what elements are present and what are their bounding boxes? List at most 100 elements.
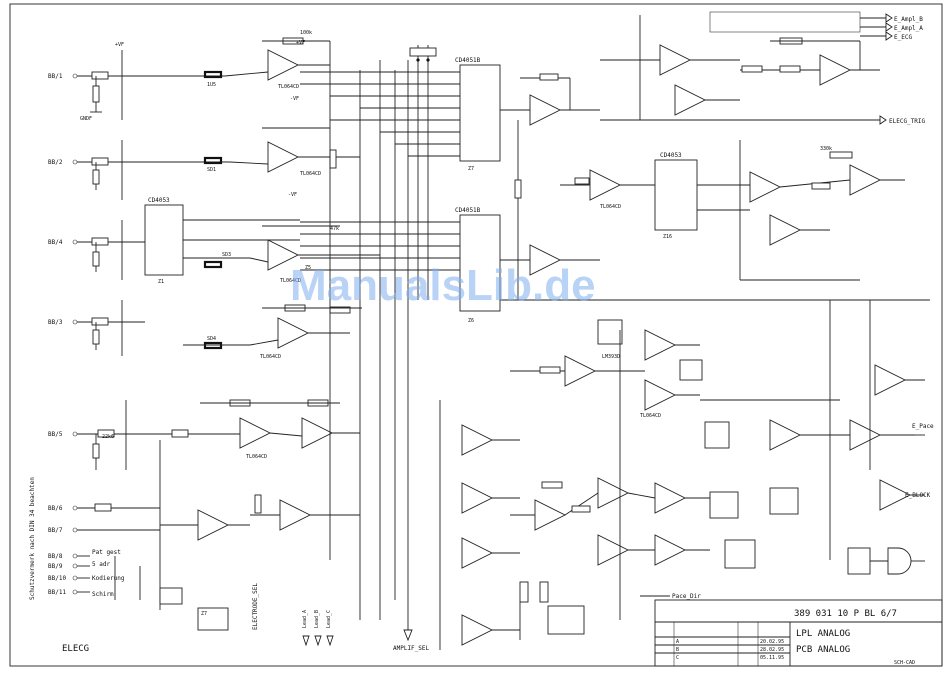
svg-text:Kodierung: Kodierung — [92, 575, 125, 582]
opamp-stage-4: TL064CD — [249, 304, 362, 360]
svg-text:BB/11: BB/11 — [48, 589, 66, 596]
opamp-top-right — [600, 11, 880, 116]
svg-text:TL064CD: TL064CD — [260, 354, 281, 360]
opamp-center-3: TL064CD — [560, 169, 655, 210]
opamp-center-2 — [514, 120, 600, 300]
mux-cd4053-z1: CD4053 Z1 — [144, 197, 300, 285]
opamp-right-mid — [739, 140, 905, 281]
svg-text:CD4053: CD4053 — [660, 152, 682, 159]
title-block: 389 031 10 P BL 6/7 LPL ANALOG PCB ANALO… — [654, 599, 943, 667]
input-channel-5: BB/5 — [48, 400, 240, 470]
svg-text:CD4053: CD4053 — [148, 197, 170, 204]
label-electrode-sel: ELECTRODE_SEL — [252, 583, 259, 630]
svg-text:330k: 330k — [820, 146, 832, 152]
opamp-center-1 — [520, 73, 600, 126]
svg-text:Z16: Z16 — [663, 234, 672, 240]
mux-cd4053-z16: CD4053 Z16 — [654, 152, 750, 240]
svg-text:SD4: SD4 — [207, 336, 216, 342]
svg-text:TL064CD: TL064CD — [600, 204, 621, 210]
svg-text:SCH-CAD: SCH-CAD — [894, 660, 915, 666]
comparators-right — [704, 300, 925, 569]
output-label-ampl-a: E_Ampl_A — [894, 25, 923, 32]
svg-text:BB/9: BB/9 — [48, 563, 63, 570]
svg-text:47k: 47k — [330, 226, 339, 232]
output-label-ampl-b: E_Ampl_B — [894, 16, 923, 23]
opamp-stage-2: TL064CD — [229, 127, 360, 177]
svg-text:1U5: 1U5 — [207, 82, 216, 88]
opamp-stage-5: TL064CD — [200, 399, 360, 460]
label-lead-c: Lead_C — [326, 610, 332, 628]
svg-text:100k: 100k — [300, 30, 312, 36]
title-line-2: PCB ANALOG — [796, 645, 850, 655]
svg-text:LM393D: LM393D — [602, 354, 620, 360]
svg-text:Pat gest: Pat gest — [92, 549, 121, 556]
svg-text:TL064CD: TL064CD — [300, 171, 321, 177]
svg-text:TL064CD: TL064CD — [640, 413, 661, 419]
input-label-bb2: BB/2 — [48, 159, 63, 166]
input-label-bb6: BB/6 — [48, 505, 63, 512]
opamp-lower-bus — [439, 400, 520, 650]
svg-text:5 adr: 5 adr — [92, 561, 110, 568]
svg-text:SD1: SD1 — [207, 167, 216, 173]
svg-text:28.02.95: 28.02.95 — [760, 647, 784, 653]
svg-text:-VF: -VF — [290, 96, 299, 102]
svg-text:05.11.95: 05.11.95 — [760, 655, 784, 661]
sheet-border — [9, 3, 943, 667]
svg-text:Z1: Z1 — [158, 279, 164, 285]
input-channel-6: BB/6 — [48, 440, 161, 610]
opamp-lower-center — [510, 319, 703, 411]
logic-gates-bottom-right — [847, 547, 925, 575]
svg-text:-VF: -VF — [288, 192, 297, 198]
svg-text:CD4051B: CD4051B — [455, 207, 481, 214]
svg-text:TL064CD: TL064CD — [278, 84, 299, 90]
svg-text:BB/7: BB/7 — [48, 527, 63, 534]
svg-text:A: A — [676, 639, 679, 645]
svg-text:Z6: Z6 — [468, 318, 474, 324]
output-connectors: E_Ampl_B E_Ampl_A E_ECG ELECG_TRIG E_Pac… — [860, 13, 934, 499]
input-channel-3: BB/3 — [48, 300, 145, 356]
svg-text:BB/8: BB/8 — [48, 553, 63, 560]
svg-text:TL064CD: TL064CD — [246, 454, 267, 460]
svg-text:Z7: Z7 — [468, 166, 474, 172]
label-elecg: ELECG — [62, 644, 89, 654]
input-channel-7-11: BB/7 BB/8 Pat gest BB/9 5 adr BB/10 Kodi… — [48, 527, 160, 600]
svg-text:Z5: Z5 — [305, 265, 311, 271]
label-lead-a: Lead_A — [302, 610, 308, 628]
svg-text:C: C — [676, 655, 679, 661]
bottom-ic-block — [519, 581, 585, 640]
input-channel-4: BB/4 — [48, 220, 145, 280]
output-label-pace: E_Pace — [912, 423, 934, 430]
cap-sd3 — [203, 260, 223, 269]
watermark-text: ManualsLib.de — [290, 261, 596, 310]
svg-text:B: B — [676, 647, 679, 653]
svg-text:SD3: SD3 — [222, 252, 231, 258]
side-note: Schutzvermerk nach DIN 34 beachten — [29, 477, 36, 600]
input-label-bb1: BB/1 — [48, 73, 63, 80]
signal-bus — [300, 45, 460, 640]
svg-text:20.02.95: 20.02.95 — [760, 639, 784, 645]
cap-sd4 — [203, 341, 223, 350]
label-lead-b: Lead_B — [314, 610, 320, 628]
output-label-ecg-trig: ELECG_TRIG — [889, 118, 926, 125]
mux-cd4051b-top: CD4051B Z7 — [455, 57, 530, 172]
mux-cd4051b-mid: CD4051B Z6 — [455, 207, 530, 324]
opamp-stage-6 — [160, 494, 360, 541]
gnd-label-1: GNDF — [80, 116, 92, 122]
output-label-ecg: E_ECG — [894, 34, 912, 41]
input-label-bb5: BB/5 — [48, 431, 63, 438]
svg-text:Z7: Z7 — [201, 611, 207, 617]
label-pace-dir: Pace_Dir — [672, 593, 701, 600]
output-label-block: E_BLOCK — [905, 492, 931, 499]
svg-text:BB/10: BB/10 — [48, 575, 66, 582]
svg-text:22k6: 22k6 — [102, 434, 114, 440]
opamp-lower-mid — [510, 477, 710, 566]
svg-text:CD4051B: CD4051B — [455, 57, 481, 64]
opamp-stage-3: Z5 TL064CD — [249, 225, 380, 284]
input-channel-2: BB/2 SD1 — [48, 140, 230, 200]
svg-text:Schirm: Schirm — [92, 591, 114, 598]
svg-text:+VF: +VF — [296, 40, 305, 46]
svg-text:+VF: +VF — [115, 42, 124, 48]
label-amplif-sel: AMPLIF_SEL — [393, 645, 430, 652]
